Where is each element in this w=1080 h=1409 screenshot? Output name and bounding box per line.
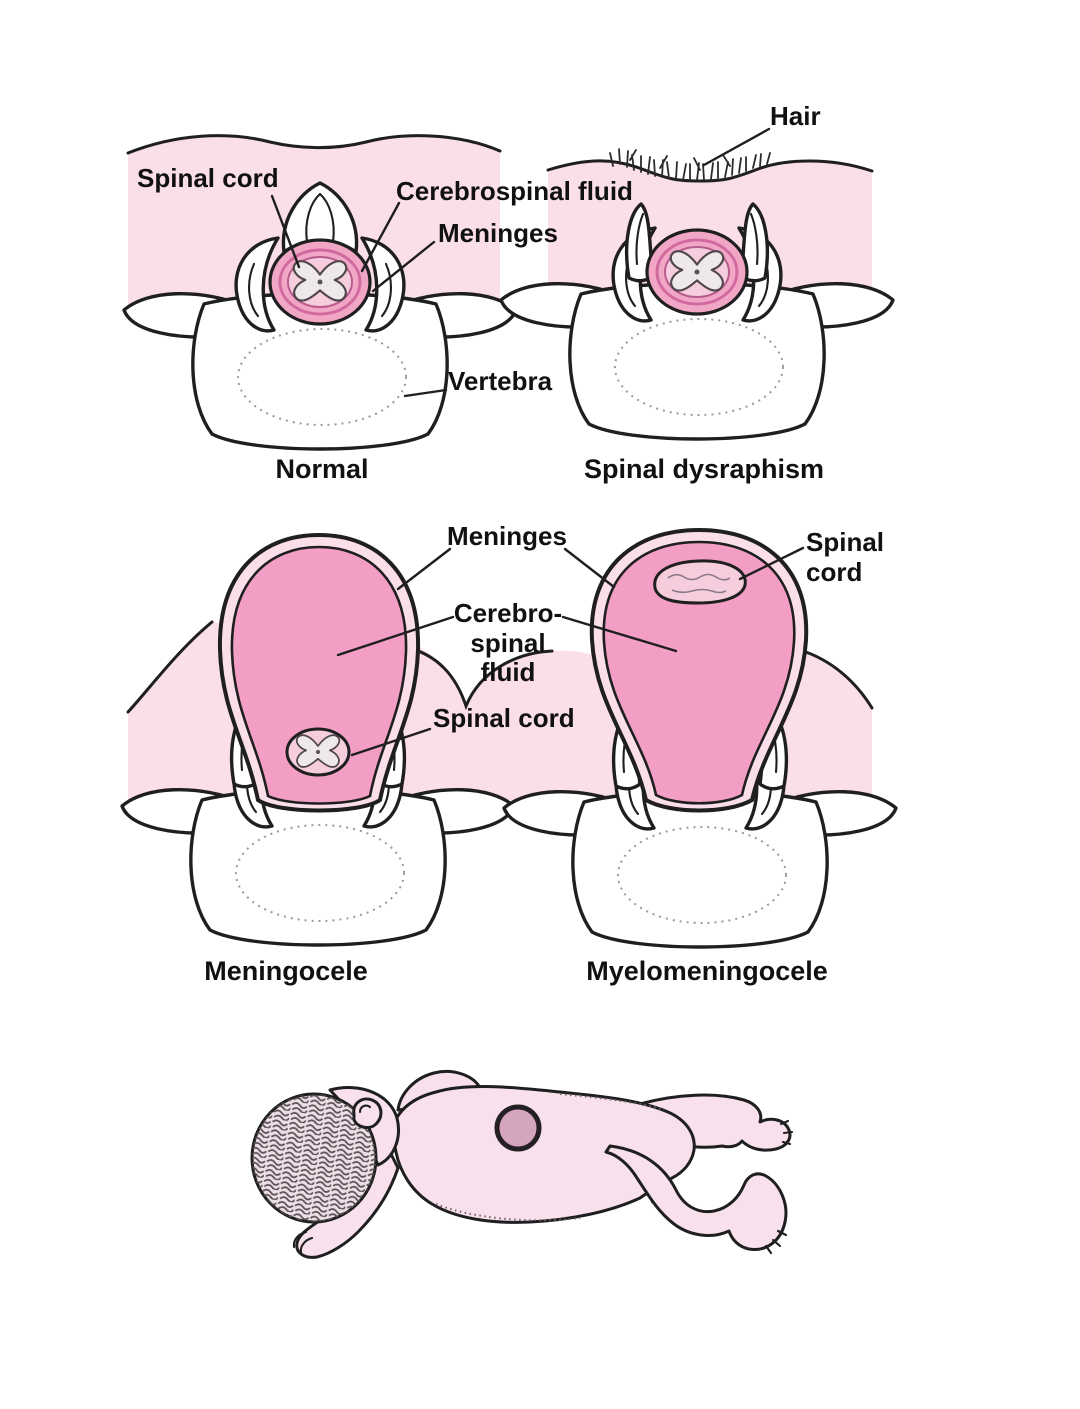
baby-illustration [250, 1070, 794, 1259]
label-spinal-cord-meningocele: Spinal cord [433, 703, 575, 733]
spinal-cord-cross-section [270, 240, 370, 324]
label-spinal-cord-myelo-line1: Spinal [806, 527, 884, 557]
labels: Spinal cord Cerebrospinal fluid Meninges… [137, 101, 884, 986]
back-sac-bump [494, 1104, 542, 1152]
leader-line [561, 615, 678, 653]
label-meninges-mid: Meninges [447, 521, 567, 551]
hair-tuft [609, 148, 771, 181]
caption-myelomeningocele: Myelomeningocele [586, 956, 828, 986]
panel-meningocele [120, 532, 516, 947]
label-csf-line3: fluid [481, 657, 536, 687]
leader-lines [270, 127, 805, 757]
label-cerebrospinal-fluid: Cerebrospinal fluid [396, 176, 633, 206]
baby-hair [252, 1094, 376, 1222]
spinal-cord-in-sac [285, 727, 351, 777]
leader-line [371, 240, 436, 293]
flattened-spinal-cord [653, 559, 747, 605]
leader-line [360, 201, 401, 273]
leader-line [350, 727, 432, 757]
cerebrospinal-fluid [230, 545, 408, 805]
panel-normal [122, 134, 518, 451]
label-csf-line2: spinal [470, 628, 545, 658]
spinal-cord-cross-section [647, 230, 747, 314]
panel-spinal-dysraphism [499, 148, 895, 441]
leader-line [270, 194, 301, 269]
leader-line [403, 388, 448, 398]
leader-line [563, 547, 616, 589]
label-meninges: Meninges [438, 218, 558, 248]
baby-near-leg [604, 1144, 788, 1251]
label-spinal-cord-myelo-line2: cord [806, 557, 862, 587]
baby-ear [352, 1097, 383, 1129]
label-spinal-cord: Spinal cord [137, 163, 279, 193]
label-csf-line1: Cerebro- [454, 598, 562, 628]
leader-line [396, 547, 452, 591]
baby-torso [390, 1085, 696, 1224]
caption-meningocele: Meningocele [204, 956, 368, 986]
leader-line [702, 127, 771, 167]
leader-line [738, 546, 805, 581]
leader-line [336, 615, 455, 657]
label-vertebra: Vertebra [448, 366, 553, 396]
panel-myelomeningocele [502, 527, 898, 949]
cerebrospinal-fluid [602, 540, 796, 805]
label-hair: Hair [770, 101, 821, 131]
caption-normal: Normal [275, 454, 368, 484]
caption-spinal-dysraphism: Spinal dysraphism [584, 454, 824, 484]
